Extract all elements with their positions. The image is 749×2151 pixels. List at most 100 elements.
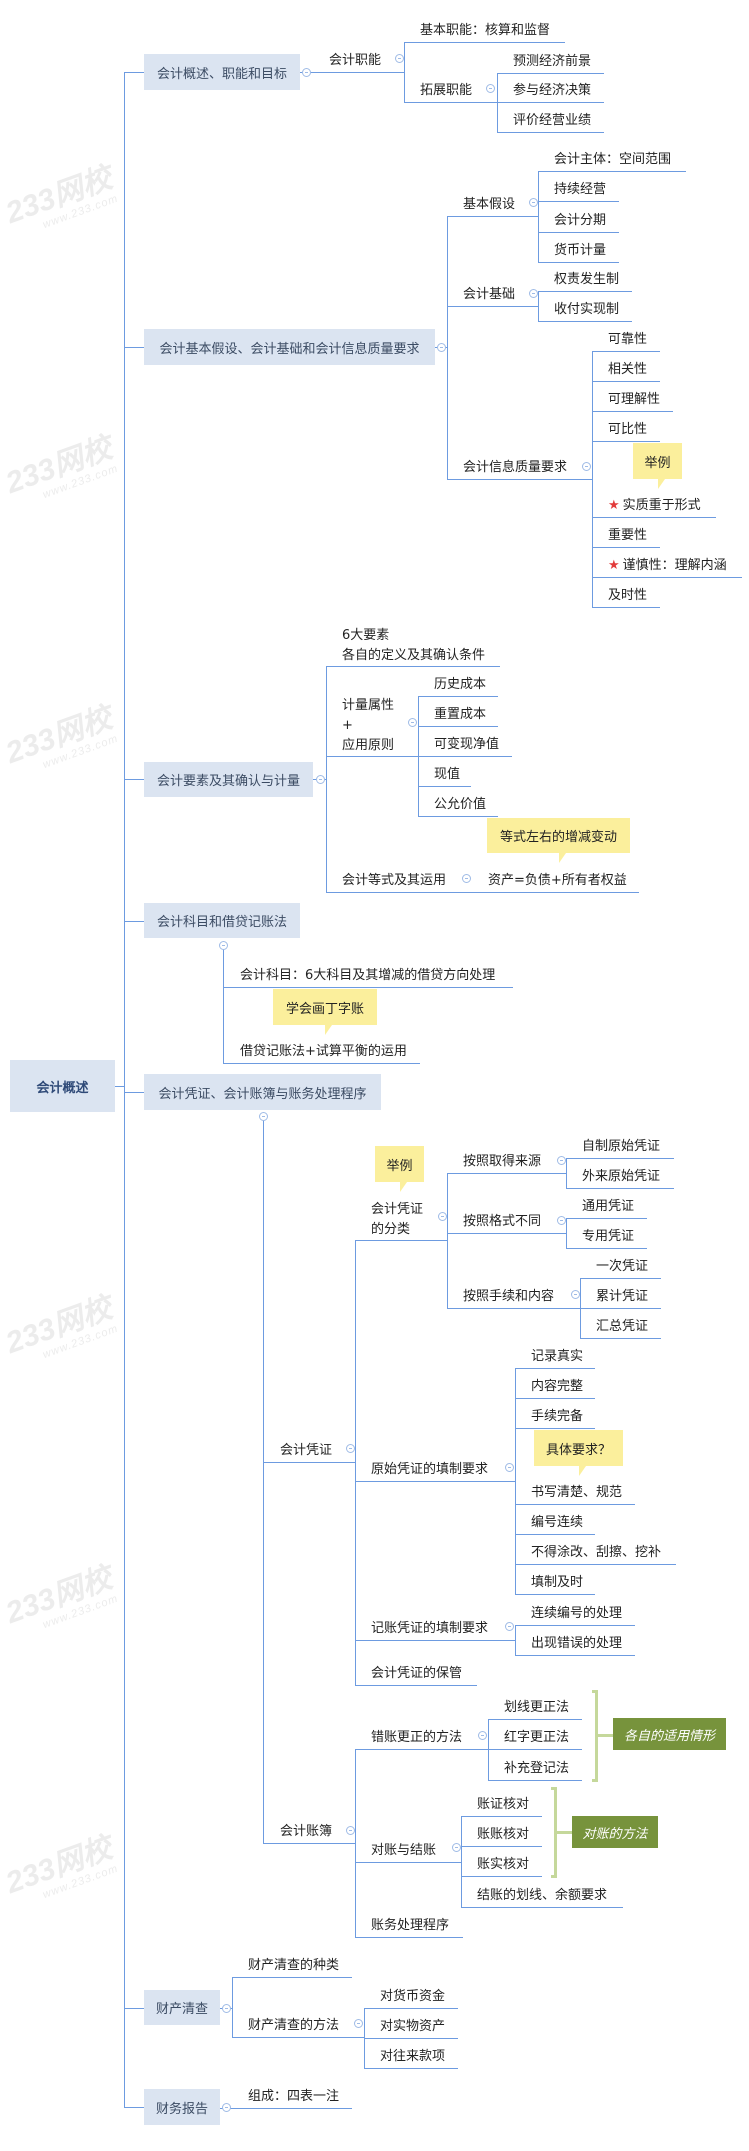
- leaf-correction-method[interactable]: 补充登记法: [504, 1761, 569, 1777]
- collapse-icon[interactable]: [437, 343, 446, 352]
- node-six-elements[interactable]: 6大要素各自的定义及其确认条件: [342, 628, 485, 664]
- leaf-assumption[interactable]: 会计主体：空间范围: [554, 152, 671, 168]
- node-accounting-basis[interactable]: 会计基础: [463, 287, 515, 303]
- leaf-quality[interactable]: 可理解性: [608, 392, 660, 408]
- leaf-requirement[interactable]: 手续完备: [531, 1409, 583, 1425]
- node-reconcile-close[interactable]: 对账与结账: [371, 1843, 436, 1859]
- node-accounting-procedure[interactable]: 账务处理程序: [371, 1918, 449, 1934]
- leaf-quality[interactable]: ★谨慎性：理解内涵: [608, 558, 727, 574]
- collapse-icon[interactable]: [529, 198, 538, 207]
- node-original-voucher-requirements[interactable]: 原始凭证的填制要求: [371, 1462, 488, 1478]
- root-topic[interactable]: 会计概述: [10, 1060, 115, 1112]
- collapse-icon[interactable]: [438, 1212, 447, 1221]
- leaf-extended-function[interactable]: 评价经营业绩: [513, 113, 591, 129]
- branch-vouchers-books-procedures[interactable]: 会计凭证、会计账簿与账务处理程序: [144, 1074, 381, 1110]
- node-report-composition[interactable]: 组成：四表一注: [248, 2089, 339, 2105]
- leaf-correction-method[interactable]: 红字更正法: [504, 1730, 569, 1746]
- leaf-quality[interactable]: 可比性: [608, 422, 647, 438]
- leaf-reconcile[interactable]: 结账的划线、余额要求: [477, 1888, 607, 1904]
- node-quality-requirements[interactable]: 会计信息质量要求: [463, 460, 567, 476]
- collapse-icon[interactable]: [557, 1156, 566, 1165]
- leaf-extended-function[interactable]: 参与经济决策: [513, 83, 591, 99]
- leaf-voucher-type[interactable]: 外来原始凭证: [582, 1169, 660, 1185]
- node-extended-functions[interactable]: 拓展职能: [420, 83, 472, 99]
- collapse-icon[interactable]: [302, 68, 311, 77]
- collapse-icon[interactable]: [316, 775, 325, 784]
- collapse-icon[interactable]: [346, 1444, 355, 1453]
- leaf-reconcile[interactable]: 账证核对: [477, 1797, 529, 1813]
- leaf-measurement[interactable]: 重置成本: [434, 707, 486, 723]
- leaf-voucher-type[interactable]: 累计凭证: [596, 1289, 648, 1305]
- leaf-equation[interactable]: 资产=负债+所有者权益: [488, 873, 627, 889]
- leaf-reconcile[interactable]: 账实核对: [477, 1857, 529, 1873]
- leaf-assumption[interactable]: 会计分期: [554, 213, 606, 229]
- node-voucher-storage[interactable]: 会计凭证的保管: [371, 1666, 462, 1682]
- leaf-reconcile[interactable]: 账账核对: [477, 1827, 529, 1843]
- collapse-icon[interactable]: [354, 2019, 363, 2028]
- node-basic-assumptions[interactable]: 基本假设: [463, 197, 515, 213]
- leaf-measurement[interactable]: 现值: [434, 767, 460, 783]
- collapse-icon[interactable]: [486, 84, 495, 93]
- node-by-procedure[interactable]: 按照手续和内容: [463, 1289, 554, 1305]
- node-inventory-types[interactable]: 财产清查的种类: [248, 1958, 339, 1974]
- leaf-accounts[interactable]: 会计科目：6大科目及其增减的借贷方向处理: [240, 968, 495, 984]
- leaf-accounts[interactable]: 借贷记账法+试算平衡的运用: [240, 1044, 407, 1060]
- leaf-requirement[interactable]: 填制及时: [531, 1575, 583, 1591]
- summary-reconcile-methods[interactable]: 对账的方法: [572, 1816, 658, 1848]
- leaf-bookkeeping[interactable]: 连续编号的处理: [531, 1606, 622, 1622]
- leaf-voucher-type[interactable]: 专用凭证: [582, 1229, 634, 1245]
- node-inventory-methods[interactable]: 财产清查的方法: [248, 2018, 339, 2034]
- collapse-icon[interactable]: [529, 289, 538, 298]
- leaf-requirement[interactable]: 记录真实: [531, 1349, 583, 1365]
- branch-accounts-double-entry[interactable]: 会计科目和借贷记账法: [144, 903, 300, 938]
- leaf-inventory-method[interactable]: 对货币资金: [380, 1989, 445, 2005]
- collapse-icon[interactable]: [222, 2103, 231, 2112]
- collapse-icon[interactable]: [452, 1843, 461, 1852]
- leaf-voucher-type[interactable]: 通用凭证: [582, 1199, 634, 1215]
- node-bookkeeping-voucher-requirements[interactable]: 记账凭证的填制要求: [371, 1621, 488, 1637]
- leaf-quality[interactable]: ★实质重于形式: [608, 498, 701, 514]
- node-basic-functions[interactable]: 基本职能：核算和监督: [420, 23, 550, 39]
- branch-property-inventory[interactable]: 财产清查: [144, 1990, 220, 2025]
- leaf-requirement[interactable]: 书写清楚、规范: [531, 1485, 622, 1501]
- collapse-icon[interactable]: [395, 54, 404, 63]
- collapse-icon[interactable]: [462, 874, 471, 883]
- leaf-voucher-type[interactable]: 自制原始凭证: [582, 1139, 660, 1155]
- leaf-quality[interactable]: 重要性: [608, 528, 647, 544]
- node-by-format[interactable]: 按照格式不同: [463, 1214, 541, 1230]
- leaf-correction-method[interactable]: 划线更正法: [504, 1700, 569, 1716]
- leaf-quality[interactable]: 及时性: [608, 588, 647, 604]
- node-error-correction[interactable]: 错账更正的方法: [371, 1730, 462, 1746]
- leaf-assumption[interactable]: 持续经营: [554, 182, 606, 198]
- leaf-measurement[interactable]: 可变现净值: [434, 737, 499, 753]
- node-voucher-classification[interactable]: 会计凭证的分类: [371, 1202, 423, 1238]
- collapse-icon[interactable]: [478, 1731, 487, 1740]
- summary-correction-use-cases[interactable]: 各自的适用情形: [613, 1718, 726, 1750]
- leaf-measurement[interactable]: 历史成本: [434, 677, 486, 693]
- leaf-assumption[interactable]: 货币计量: [554, 243, 606, 259]
- leaf-inventory-method[interactable]: 对往来款项: [380, 2049, 445, 2065]
- collapse-icon[interactable]: [557, 1216, 566, 1225]
- leaf-requirement[interactable]: 内容完整: [531, 1379, 583, 1395]
- leaf-voucher-type[interactable]: 汇总凭证: [596, 1319, 648, 1335]
- leaf-quality[interactable]: 可靠性: [608, 332, 647, 348]
- collapse-icon[interactable]: [505, 1622, 514, 1631]
- collapse-icon[interactable]: [222, 2004, 231, 2013]
- collapse-icon[interactable]: [259, 1112, 268, 1121]
- collapse-icon[interactable]: [346, 1826, 355, 1835]
- collapse-icon[interactable]: [582, 462, 591, 471]
- collapse-icon[interactable]: [571, 1290, 580, 1299]
- branch-overview-functions-goals[interactable]: 会计概述、职能和目标: [144, 54, 300, 90]
- leaf-requirement[interactable]: 编号连续: [531, 1515, 583, 1531]
- collapse-icon[interactable]: [408, 718, 417, 727]
- node-vouchers[interactable]: 会计凭证: [280, 1443, 332, 1459]
- leaf-inventory-method[interactable]: 对实物资产: [380, 2019, 445, 2035]
- leaf-voucher-type[interactable]: 一次凭证: [596, 1259, 648, 1275]
- leaf-basis[interactable]: 权责发生制: [554, 272, 619, 288]
- leaf-measurement[interactable]: 公允价值: [434, 797, 486, 813]
- node-accounting-equation[interactable]: 会计等式及其运用: [342, 873, 446, 889]
- leaf-extended-function[interactable]: 预测经济前景: [513, 54, 591, 70]
- collapse-icon[interactable]: [219, 941, 228, 950]
- collapse-icon[interactable]: [505, 1463, 514, 1472]
- branch-assumptions-basis-quality[interactable]: 会计基本假设、会计基础和会计信息质量要求: [144, 329, 435, 365]
